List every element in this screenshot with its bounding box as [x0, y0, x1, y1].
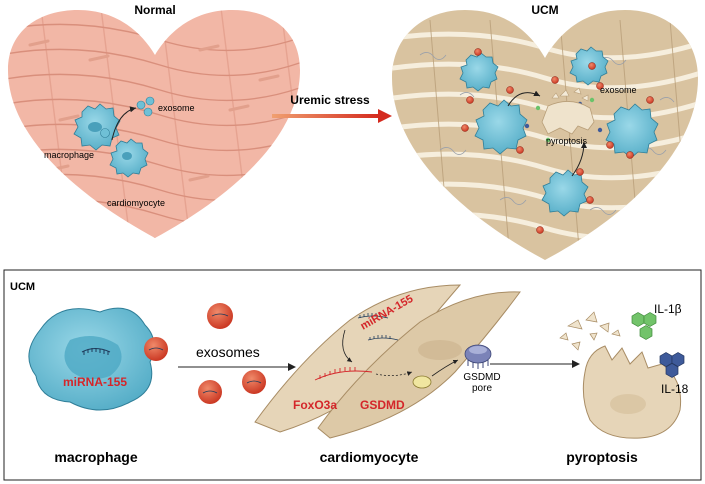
- il18-label: IL-18: [661, 382, 689, 396]
- membrane-fragments: [559, 311, 621, 351]
- gsdmd-label: GSDMD: [360, 398, 405, 412]
- exosome-transfer-arrow: [178, 363, 296, 371]
- normal-macrophage-2: [109, 138, 149, 178]
- normal-macrophage-label: macrophage: [44, 150, 94, 160]
- cardiomyocyte-cell: [254, 284, 521, 439]
- ucm-exosomes: [461, 48, 654, 234]
- caption-macrophage: macrophage: [54, 449, 137, 465]
- macrophage-mirna-strand: [81, 348, 111, 355]
- ucm-pyroptotic-cell: [541, 87, 595, 135]
- bottom-panel-title: UCM: [10, 281, 35, 293]
- gsdmd-protein: [412, 375, 432, 389]
- exosomes-label: exosomes: [196, 344, 260, 360]
- ucm-title: UCM: [531, 3, 558, 17]
- il1b-label: IL-1β: [654, 302, 682, 316]
- caption-pyroptosis: pyroptosis: [566, 449, 638, 465]
- uremic-stress-arrow: [272, 109, 392, 123]
- foxo3a-label: FoxO3a: [293, 398, 337, 412]
- gsdmd-pore-label-line1: GSDMD: [463, 372, 500, 383]
- ucm-macrophages: [459, 46, 659, 217]
- bottom-exosomes: [144, 303, 266, 404]
- il18-cytokines: [659, 352, 685, 378]
- ucm-arrow-2: [571, 141, 587, 177]
- ucm-heart: [392, 10, 698, 260]
- uremic-stress-label: Uremic stress: [290, 93, 370, 107]
- large-macrophage: [28, 307, 155, 411]
- macrophage-mirna-label: miRNA-155: [63, 375, 127, 389]
- normal-cardiomyocyte-label: cardiomyocyte: [107, 198, 165, 208]
- pyroptosis-arrow: [490, 360, 580, 368]
- normal-macrophage-1: [73, 103, 121, 151]
- normal-secretion-arrow: [111, 106, 137, 141]
- normal-heart: [8, 10, 300, 238]
- normal-muscle-texture: [8, 10, 300, 238]
- caption-cardiomyocyte: cardiomyocyte: [320, 449, 419, 465]
- normal-title: Normal: [134, 3, 175, 17]
- normal-exosome-label: exosome: [158, 103, 195, 113]
- foxo3a-mrna: [314, 367, 373, 381]
- ucm-exosome-label: exosome: [600, 85, 637, 95]
- ucm-pyroptosis-label: pyroptosis: [546, 136, 588, 146]
- cell-mirna-strands: [357, 313, 399, 341]
- il1b-cytokines: [631, 312, 657, 340]
- pyroptotic-cell: [559, 311, 682, 439]
- normal-exosomes: [100, 96, 155, 138]
- ucm-arrow-1: [507, 90, 541, 107]
- gsdmd-pore-label-line2: pore: [472, 383, 492, 394]
- gsdmd-pore: [464, 344, 492, 369]
